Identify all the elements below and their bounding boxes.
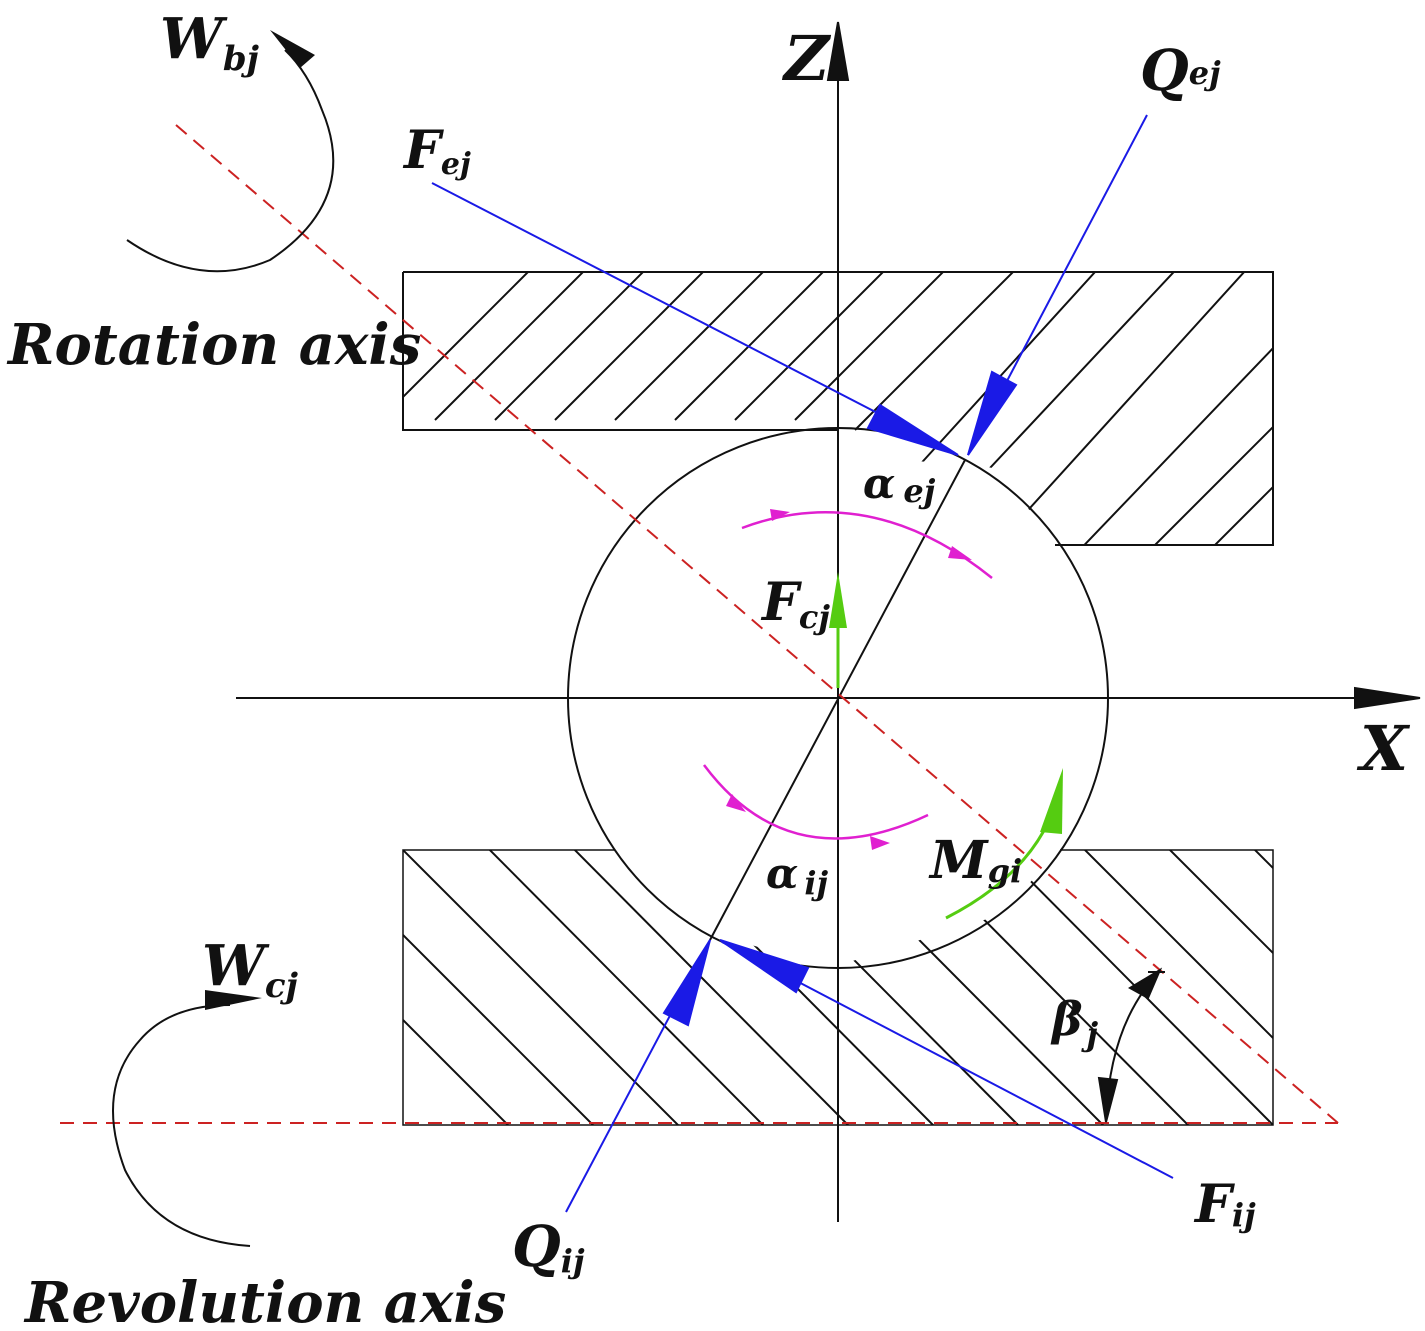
green-vectors xyxy=(829,572,1063,920)
f-ij-label: Fij xyxy=(1193,1174,1256,1235)
rotation-axis-line xyxy=(175,124,1339,1124)
forces xyxy=(431,114,1174,1213)
outer-race xyxy=(402,271,1274,546)
moment-mgi-arrowhead xyxy=(1040,768,1063,834)
dashed-axes xyxy=(60,124,1339,1124)
force-qej-arrowhead xyxy=(967,370,1018,456)
q-ij-label: Qij xyxy=(512,1214,585,1280)
force-fej-arrowhead xyxy=(866,403,959,456)
moment-lower-arrow-right xyxy=(870,836,890,850)
wbj-arrowhead xyxy=(270,30,315,68)
wcj-rotation-arc xyxy=(112,1004,251,1247)
w-cj-label: Wcj xyxy=(202,933,299,1006)
contact-angle-line xyxy=(709,459,966,941)
moments xyxy=(702,509,993,850)
z-axis-label: Z xyxy=(781,22,832,95)
q-ej-label: Qej xyxy=(1140,38,1221,104)
z-axis-arrowhead xyxy=(826,21,850,81)
moment-lower-arc xyxy=(702,764,929,840)
rotation-axis-label: Rotation axis xyxy=(6,312,421,378)
moment-upper-arrow-right xyxy=(948,546,972,560)
moment-upper-arc xyxy=(741,511,993,579)
beta-angle-marker xyxy=(1097,967,1165,1123)
force-fej-line xyxy=(431,182,956,454)
force-fcj-arrowhead xyxy=(829,572,847,628)
x-axis-label: X xyxy=(1356,712,1411,785)
revolution-axis-label: Revolution axis xyxy=(23,1270,506,1331)
f-cj-label: Fcj xyxy=(760,572,830,636)
wcj-arrowhead xyxy=(205,990,262,1010)
force-qij-arrowhead xyxy=(662,939,711,1027)
x-axis-arrowhead xyxy=(1354,686,1421,710)
inner-race xyxy=(402,849,1274,1126)
moment-upper-arrow-left xyxy=(770,509,790,521)
wbj-rotation-arc xyxy=(126,49,335,273)
rotation-arrows xyxy=(112,30,335,1247)
force-fij-arrowhead xyxy=(719,939,810,994)
f-ej-label: Fej xyxy=(402,120,471,182)
moment-lower-arrow-left xyxy=(726,794,746,812)
m-gi-label: Mgi xyxy=(928,830,1022,891)
w-bj-label: Wbj xyxy=(160,6,260,79)
